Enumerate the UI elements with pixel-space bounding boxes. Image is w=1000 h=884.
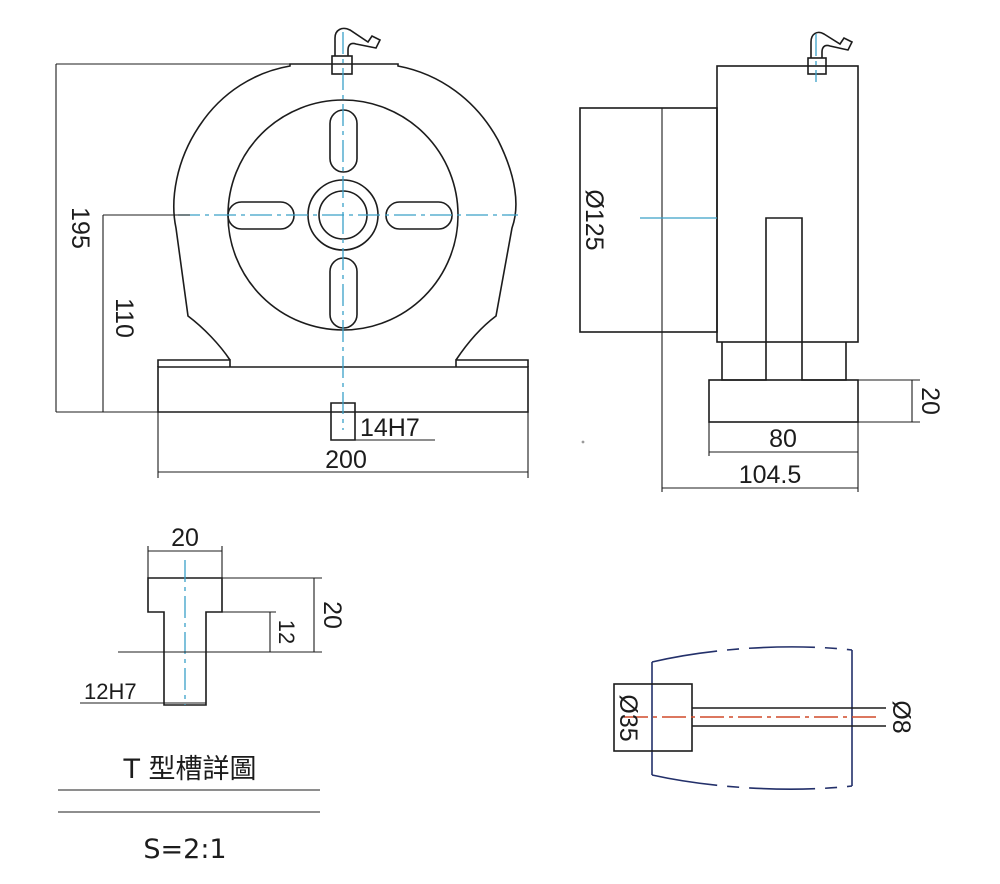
dim-spindle-bore: Ø8	[887, 700, 915, 733]
front-view: 195 110 200 14H7	[55, 27, 529, 478]
dim-t-neck-depth: 12	[274, 620, 299, 644]
dim-body-diameter: Ø125	[580, 189, 608, 250]
side-view: 20 Ø125 80 104.5	[579, 31, 944, 492]
spindle-detail: Ø35 Ø8	[613, 646, 915, 790]
detail-scale: S=2:1	[143, 834, 226, 865]
dim-spindle-od: Ø35	[614, 694, 642, 741]
dim-110: 110	[110, 298, 138, 338]
dim-t-top-width: 20	[171, 524, 199, 552]
dim-t-neck-width: 12H7	[84, 679, 137, 704]
detail-title: T 型槽詳圖	[122, 754, 256, 785]
dim-base-depth: 80	[769, 425, 797, 453]
t-slot-detail: 20 20 12 12H7 T 型槽詳圖 S=2:1	[58, 524, 346, 865]
dim-base-thickness: 20	[916, 387, 944, 415]
dim-overall-depth: 104.5	[739, 461, 802, 489]
dim-195: 195	[66, 207, 94, 249]
dim-200: 200	[325, 446, 367, 474]
dim-t-depth: 20	[318, 601, 346, 629]
dim-14h7: 14H7	[360, 414, 420, 442]
speck	[581, 440, 585, 444]
